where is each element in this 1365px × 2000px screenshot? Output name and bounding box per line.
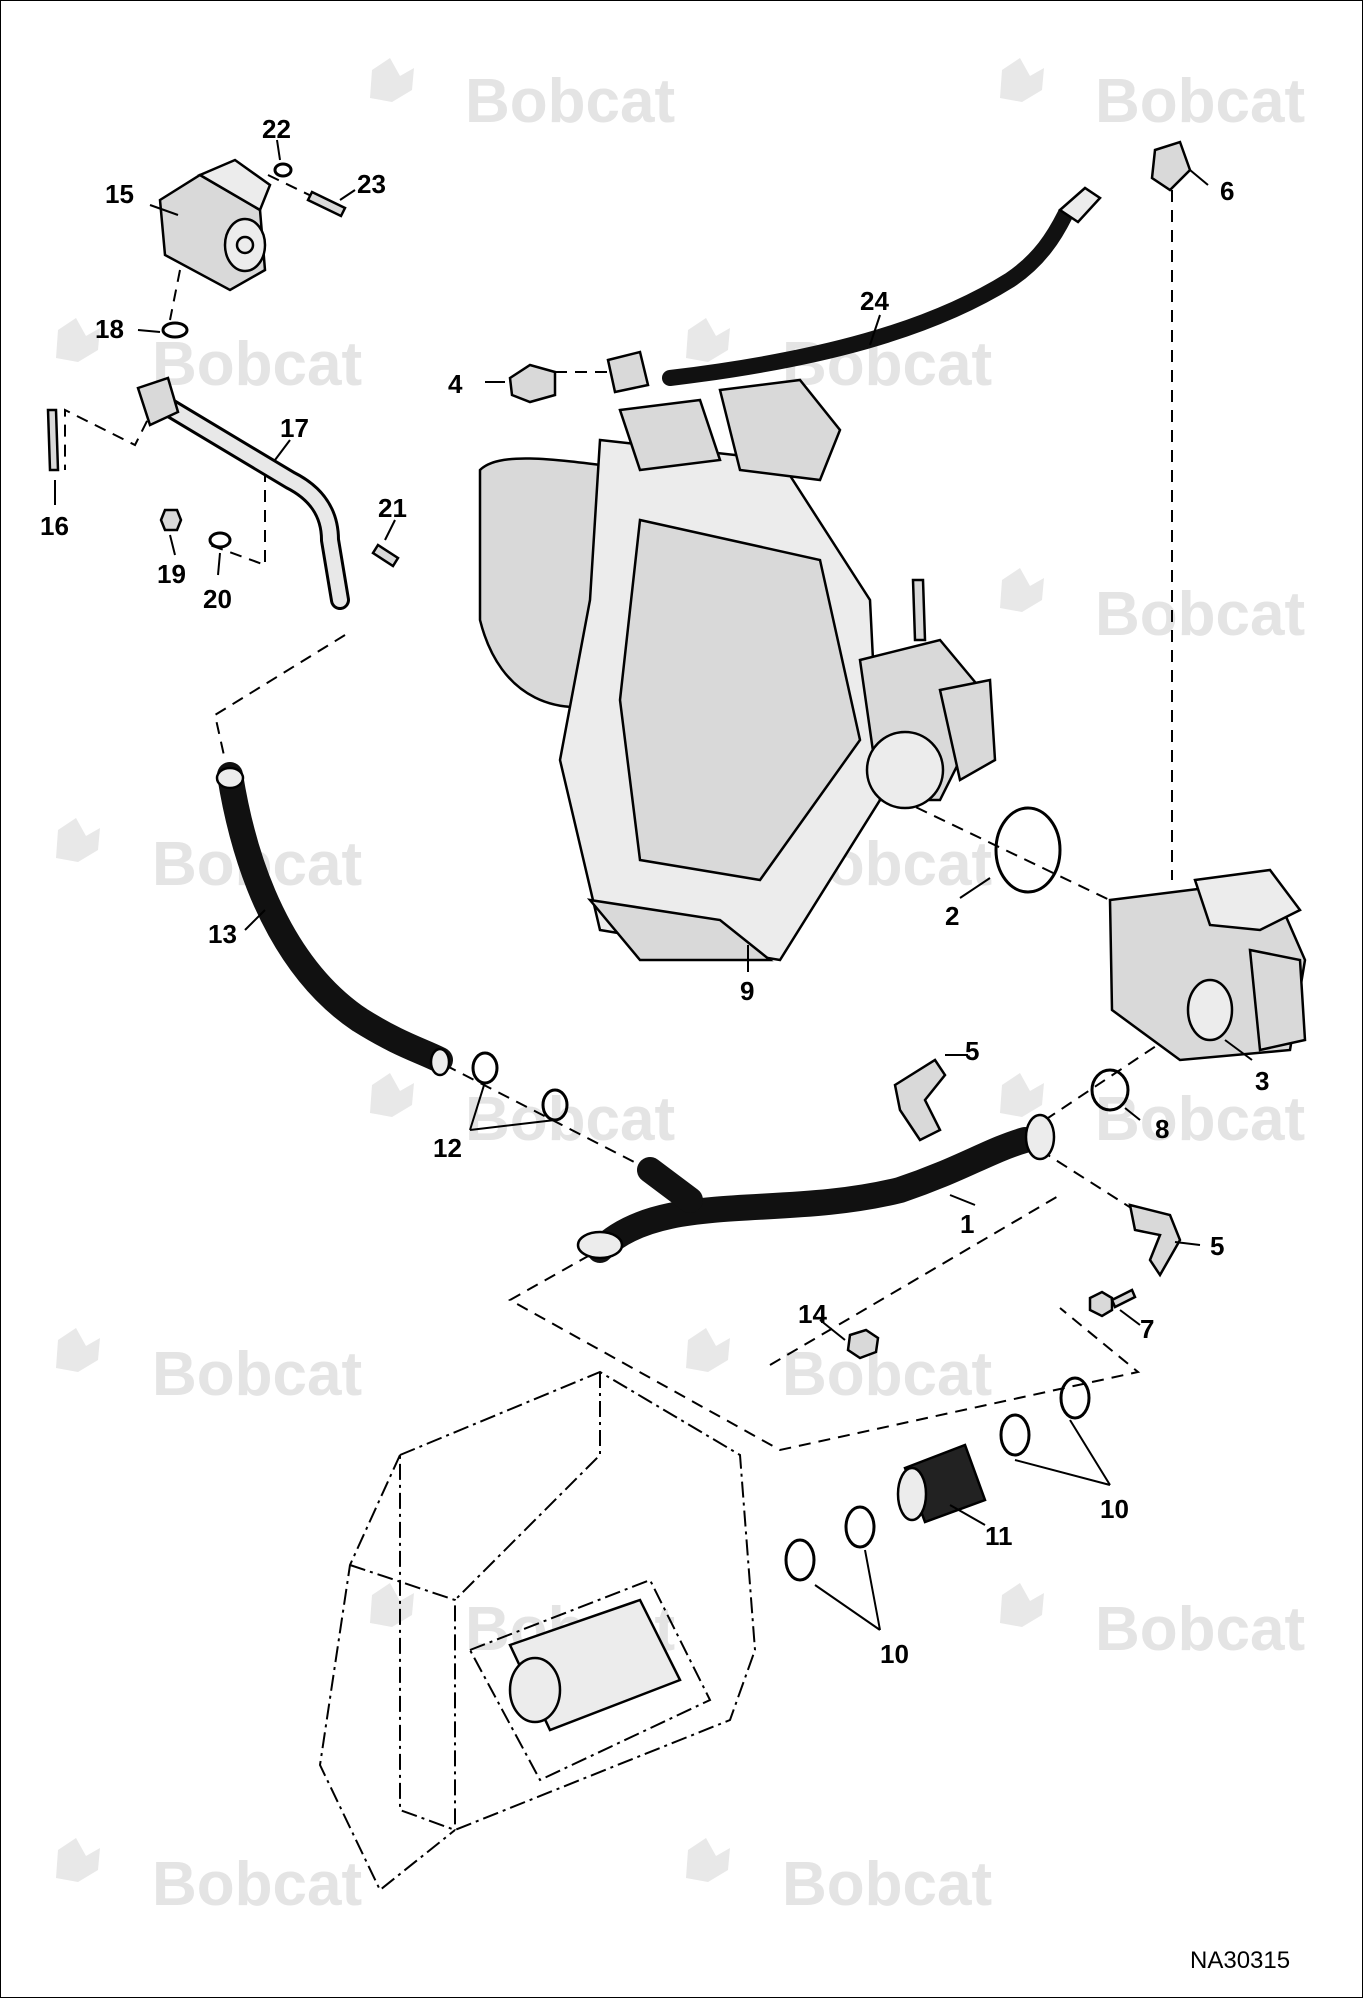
watermark-6: Bobcat	[56, 818, 362, 899]
callout-5a: 5	[965, 1036, 979, 1066]
watermark-3: Bobcat	[56, 318, 362, 399]
tube-17	[136, 376, 350, 610]
svg-text:Bobcat: Bobcat	[152, 1850, 362, 1919]
clamps-10-upper	[999, 1376, 1091, 1457]
watermark-13: Bobcat	[1000, 1583, 1305, 1664]
bolt-7	[1088, 1288, 1137, 1318]
callout-22: 22	[262, 114, 291, 144]
tank-phantom	[318, 1370, 757, 1892]
svg-text:Bobcat: Bobcat	[782, 1340, 992, 1409]
callout-23: 23	[357, 169, 386, 199]
callout-1: 1	[960, 1209, 974, 1239]
callout-20: 20	[203, 584, 232, 614]
watermark-9: Bobcat	[1000, 1073, 1305, 1154]
svg-text:Bobcat: Bobcat	[1095, 1595, 1305, 1664]
callout-11: 11	[985, 1521, 1013, 1551]
leader-lines	[54, 139, 1253, 1631]
callout-labels: 1 2 3 4 5 5 6 7 8 9 10 10 11 12 13 14 15…	[40, 114, 1269, 1669]
elbow-fitting-6	[1150, 140, 1192, 192]
callout-8: 8	[1155, 1114, 1169, 1144]
callout-2: 2	[945, 901, 959, 931]
watermark-layer: Bobcat Bobcat Bobcat Bobcat Bobcat Bobca…	[56, 58, 1305, 1919]
drawing-id: NA30315	[1190, 1947, 1290, 1974]
bolt-16	[46, 408, 60, 472]
watermark-5: Bobcat	[1000, 568, 1305, 649]
bolt-23	[306, 190, 347, 218]
watermark-2: Bobcat	[1000, 58, 1305, 136]
callout-16: 16	[40, 511, 69, 541]
nut-19	[159, 508, 183, 532]
hydrostatic-pump-3	[1108, 868, 1307, 1062]
o-ring-2	[994, 806, 1062, 894]
watermark-8: Bobcat	[370, 1073, 675, 1154]
callout-10b: 10	[880, 1639, 909, 1669]
y-hose-1	[576, 1113, 1056, 1263]
assembly-lines	[64, 160, 1173, 1452]
watermark-1: Bobcat	[370, 58, 675, 136]
callout-9: 9	[740, 976, 754, 1006]
fitting-4	[508, 363, 557, 404]
clamp-half-5b	[1128, 1203, 1182, 1278]
svg-text:Bobcat: Bobcat	[1095, 1085, 1305, 1154]
callout-17: 17	[280, 413, 309, 443]
callout-24: 24	[860, 286, 889, 316]
callout-18: 18	[95, 314, 124, 344]
bolt-21	[371, 543, 400, 568]
engine-9	[478, 378, 997, 962]
hose-24	[606, 186, 1102, 394]
washer-22	[273, 162, 293, 178]
svg-text:Bobcat: Bobcat	[152, 1340, 362, 1409]
hose-11	[896, 1443, 987, 1524]
washer-20	[208, 531, 232, 549]
watermark-10: Bobcat	[56, 1328, 362, 1409]
o-ring-18	[161, 321, 189, 339]
callout-13: 13	[208, 919, 237, 949]
callout-12: 12	[433, 1133, 462, 1163]
callout-4: 4	[448, 369, 463, 399]
svg-text:Bobcat: Bobcat	[465, 67, 675, 136]
callout-19: 19	[157, 559, 186, 589]
callout-15: 15	[105, 179, 134, 209]
callout-3: 3	[1255, 1066, 1269, 1096]
watermark-11: Bobcat	[686, 1328, 992, 1409]
svg-text:Bobcat: Bobcat	[1095, 580, 1305, 649]
callout-14: 14	[798, 1299, 827, 1329]
watermark-15: Bobcat	[686, 1838, 992, 1919]
clamps-10-lower	[784, 1505, 876, 1582]
svg-text:Bobcat: Bobcat	[1095, 67, 1305, 136]
o-ring-8	[1090, 1068, 1130, 1112]
callout-7: 7	[1140, 1314, 1154, 1344]
plug-14	[846, 1328, 880, 1360]
watermark-4: Bobcat	[686, 318, 992, 399]
svg-text:Bobcat: Bobcat	[152, 330, 362, 399]
callout-5b: 5	[1210, 1231, 1224, 1261]
callout-21: 21	[378, 493, 407, 523]
callout-10a: 10	[1100, 1494, 1129, 1524]
svg-text:Bobcat: Bobcat	[465, 1085, 675, 1154]
callout-6: 6	[1220, 176, 1234, 206]
clamp-half-5a	[893, 1058, 947, 1142]
svg-text:Bobcat: Bobcat	[782, 1850, 992, 1919]
pump-15	[158, 158, 272, 292]
watermark-14: Bobcat	[56, 1838, 362, 1919]
hose-13	[215, 762, 453, 1077]
